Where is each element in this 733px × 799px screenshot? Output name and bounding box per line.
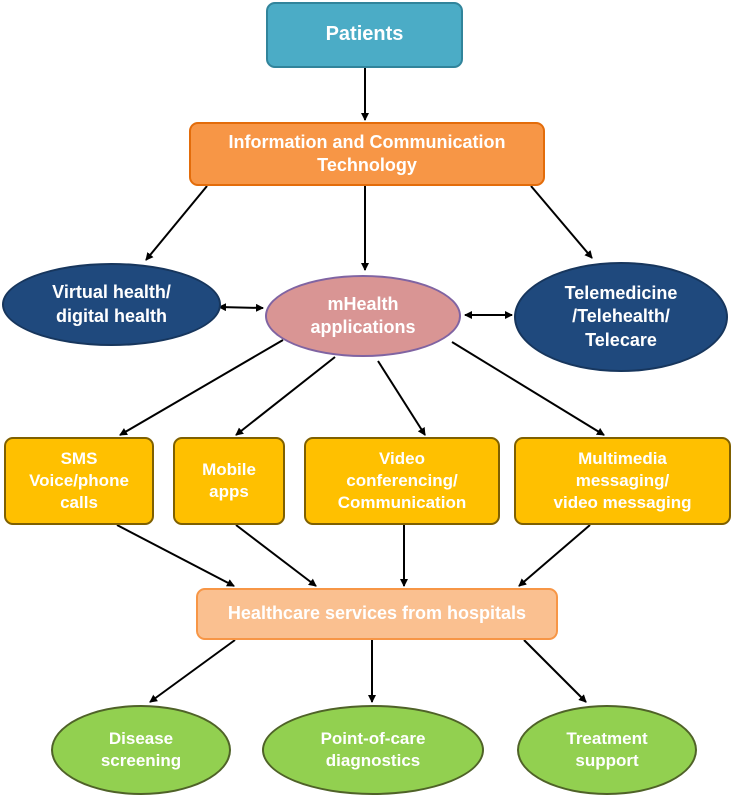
multimedia-messaging-node: Multimedia messaging/ video messaging <box>514 437 731 525</box>
arrow-mhealth-to-sms <box>119 339 284 436</box>
treatment-support-node: Treatment support <box>517 705 697 795</box>
arrow-mhealth-to-multimedia <box>451 341 605 436</box>
disease-screening-node: Disease screening <box>51 705 231 795</box>
mhealth-applications-node: mHealth applications <box>265 275 461 357</box>
sms-voice-node: SMS Voice/phone calls <box>4 437 154 525</box>
ict-node: Information and Communication Technology <box>189 122 545 186</box>
virtual-health-node: Virtual health/ digital health <box>2 263 221 346</box>
arrow-mobile-apps-to-healthcare <box>235 524 317 587</box>
arrow-sms-to-healthcare <box>116 524 235 587</box>
arrow-healthcare-to-treatment <box>523 639 587 703</box>
arrow-ict-to-virtual-health <box>145 185 208 261</box>
telemedicine-node: Telemedicine /Telehealth/ Telecare <box>514 262 728 372</box>
arrow-virtual-health-to-mhealth <box>218 303 264 312</box>
video-conferencing-node: Video conferencing/ Communication <box>304 437 500 525</box>
arrow-multimedia-to-healthcare <box>518 524 591 587</box>
mobile-apps-node: Mobile apps <box>173 437 285 525</box>
healthcare-services-node: Healthcare services from hospitals <box>196 588 558 640</box>
arrow-ict-to-telemedicine <box>530 185 593 259</box>
patients-node: Patients <box>266 2 463 68</box>
arrow-mhealth-to-video <box>377 360 426 436</box>
arrow-healthcare-to-disease <box>149 639 236 703</box>
point-of-care-node: Point-of-care diagnostics <box>262 705 484 795</box>
arrow-mhealth-to-mobile-apps <box>235 356 336 436</box>
